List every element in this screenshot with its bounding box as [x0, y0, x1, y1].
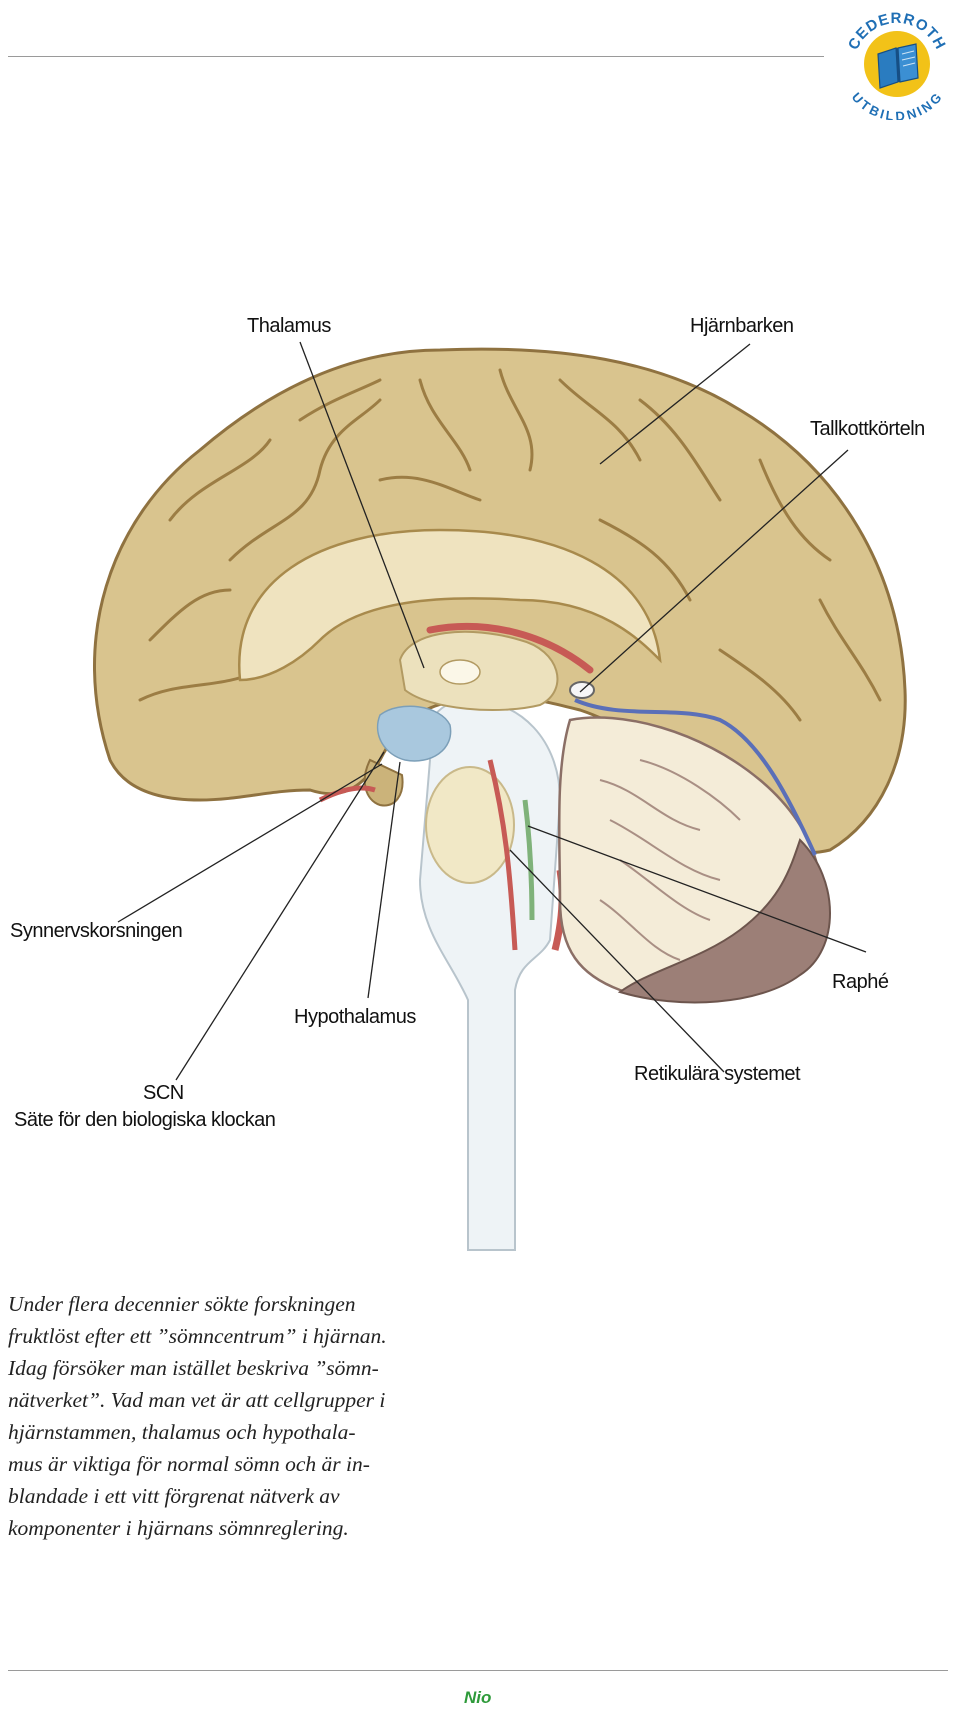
label-cortex: Hjärnbarken: [690, 315, 793, 338]
footer-rule: [8, 1670, 948, 1671]
caption-line: hjärnstammen, thalamus och hypothala-: [8, 1416, 478, 1448]
interthalamic-adhesion: [440, 660, 480, 684]
label-pineal: Tallkottkörteln: [810, 418, 925, 441]
hypothalamus-region: [378, 706, 451, 761]
caption-line: nätverket”. Vad man vet är att cellgrupp…: [8, 1384, 478, 1416]
caption-line: mus är viktiga för normal sömn och är in…: [8, 1448, 478, 1480]
caption-line: Idag försöker man istället beskriva ”söm…: [8, 1352, 478, 1384]
label-chiasm: Synnervskorsningen: [10, 920, 182, 943]
caption-line: Under flera decennier sökte forskningen: [8, 1288, 478, 1320]
brain-diagram: [0, 0, 960, 1260]
label-scn-title: SCN: [143, 1082, 184, 1105]
caption-line: fruktlöst efter ett ”sömncentrum” i hjär…: [8, 1320, 478, 1352]
label-thalamus: Thalamus: [247, 315, 331, 338]
label-reticular: Retikulära systemet: [634, 1063, 800, 1086]
caption-line: komponenter i hjärnans sömnreglering.: [8, 1512, 478, 1544]
page-number: Nio: [464, 1688, 491, 1708]
label-raphe: Raphé: [832, 971, 888, 994]
caption-paragraph: Under flera decennier sökte forskningen …: [8, 1288, 478, 1544]
label-hypothalamus: Hypothalamus: [294, 1006, 416, 1029]
label-scn-subtitle: Säte för den biologiska klockan: [14, 1109, 275, 1132]
caption-line: blandade i ett vitt förgrenat nätverk av: [8, 1480, 478, 1512]
